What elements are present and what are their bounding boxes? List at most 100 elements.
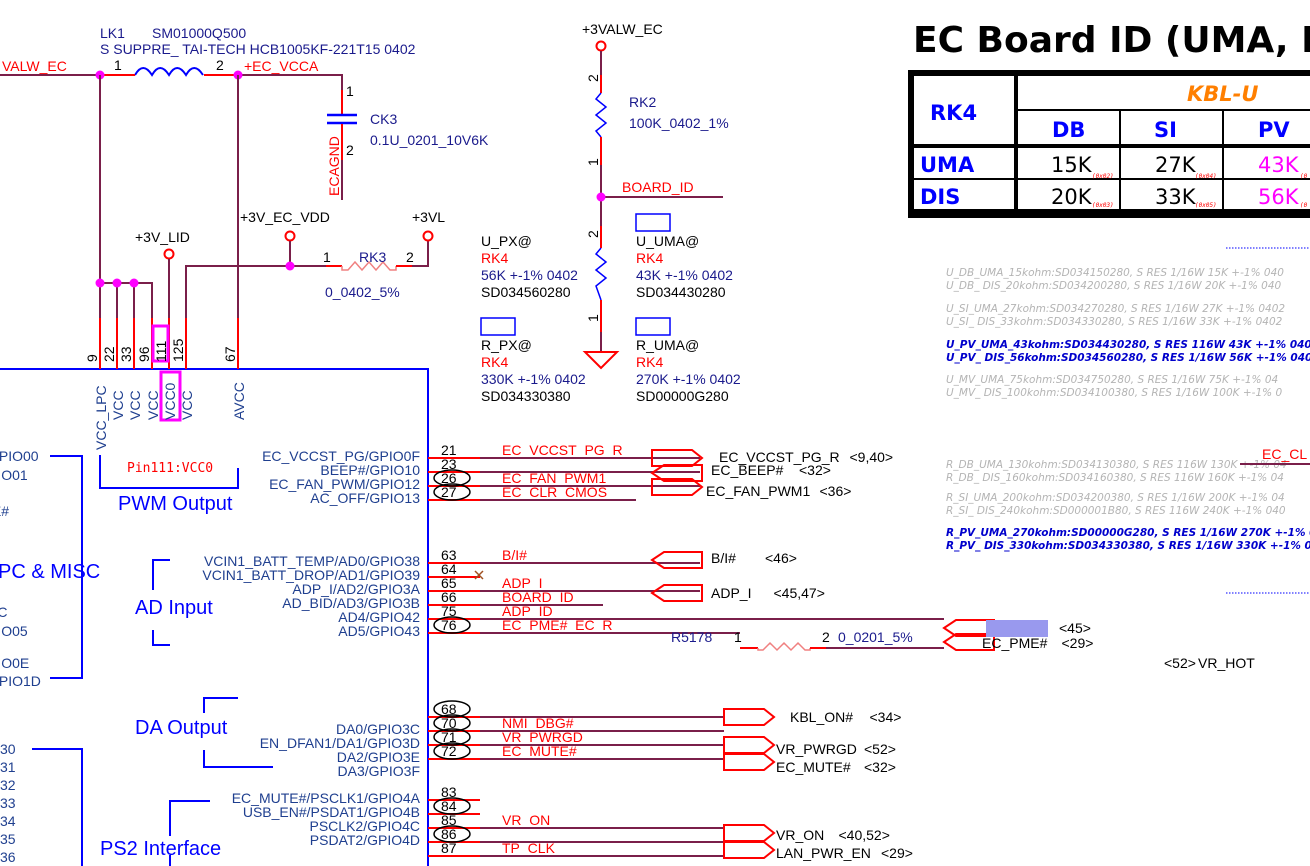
- capacitor-ck3[interactable]: 1 2 CK3 0.1U_0201_10V6K ECAGND: [326, 83, 489, 200]
- resistor-r5178[interactable]: R5178 1 2 0_0201_5%: [671, 629, 944, 652]
- power-pin-number: 9: [84, 354, 100, 362]
- wire: [100, 282, 153, 318]
- left-pin-label: GPIO00: [0, 448, 39, 464]
- pin-function-label: AD_BID/AD3/GPIO3B: [282, 595, 420, 611]
- net-label: VR_PWRGD: [502, 729, 583, 745]
- table-cell: [1121, 180, 1222, 209]
- left-pin-label: PIO0E: [0, 655, 29, 671]
- table-cell: [1018, 111, 1119, 144]
- offpage-connector[interactable]: EC_MUTE#<32>: [723, 753, 896, 775]
- group-label-ps2-interface: PS2 Interface: [100, 838, 221, 860]
- group-label-lpc-misc: PC & MISC: [0, 561, 100, 583]
- pin-function-label: DA3/GPIO3F: [338, 763, 420, 779]
- resistor-rk3[interactable]: 1 RK3 2 0_0402_5%: [323, 249, 414, 300]
- offpage-label: EC_FAN_PWM1: [706, 483, 810, 499]
- table-value: 56K: [1258, 185, 1300, 209]
- lk1-desc: S SUPPRE_ TAI-TECH HCB1005KF-221T15 0402: [100, 41, 416, 57]
- r5178-ref: R5178: [671, 629, 712, 645]
- offpage-connector[interactable]: KBL_ON# <34>: [723, 708, 902, 726]
- offpage-ref: <32>: [799, 462, 831, 478]
- offpage-connector[interactable]: EC_FAN_PWM1<36>: [651, 478, 851, 499]
- note-line: R_DB_ DIS_160kohm:SD034160380, S RES 116…: [946, 472, 1284, 484]
- offpage-label: VR_HOT: [1198, 655, 1255, 671]
- table-row-uma: UMA: [920, 153, 975, 177]
- option-tag: R_PX@: [481, 337, 532, 353]
- left-pin-label: 32: [0, 777, 16, 793]
- rk4-option-r-px[interactable]: R_PX@ RK4 330K +-1% 0402 SD034330380: [480, 317, 586, 404]
- power-port-icon: [284, 230, 296, 242]
- option-value: 270K +-1% 0402: [636, 371, 741, 387]
- net-label: EC_FAN_PWM1: [502, 470, 606, 486]
- no-connect-marker-icon: [433, 714, 471, 732]
- signal-pin[interactable]: DA3/GPIO3F: [338, 763, 420, 779]
- pin-number: 86: [441, 826, 457, 842]
- offpage-connector[interactable]: EC_PME#<29>: [942, 633, 1093, 651]
- offpage-label: EC_PME#: [982, 635, 1048, 651]
- offpage-ref: <45,47>: [774, 585, 825, 601]
- offpage-label: KBL_ON#: [790, 709, 853, 725]
- offpage-label: VR_ON: [776, 827, 824, 843]
- offpage-connector[interactable]: VR_PWRGD<52>: [723, 736, 896, 757]
- inductor-lk1[interactable]: LK1 SM01000Q500 S SUPPRE_ TAI-TECH HCB10…: [100, 25, 416, 77]
- left-pin-label: 31: [0, 759, 16, 775]
- power-pin-name: AVCC: [231, 382, 247, 420]
- offpage-ref: <34>: [870, 709, 902, 725]
- offpage-connector[interactable]: VR_ON<40,52>: [723, 824, 890, 843]
- net-label-3vl: +3VL: [412, 209, 445, 225]
- pin-function-label: EC_FAN_PWM/GPIO12: [269, 476, 420, 492]
- power-pin-name: VCC: [145, 390, 161, 420]
- output-port-icon: [723, 753, 776, 771]
- offpage-connector[interactable]: ADP_I <45,47>: [650, 584, 825, 602]
- rk4-option-u-px[interactable]: U_PX@ RK4 56K +-1% 0402 SD034560280: [481, 233, 578, 300]
- offpage-connector[interactable]: LAN_PWR_EN<29>: [723, 841, 913, 861]
- left-pin-label: 36: [0, 849, 16, 865]
- table-cell: [914, 76, 1014, 144]
- rk4-option-r-uma[interactable]: R_UMA@ RK4 270K +-1% 0402 SD00000G280: [635, 317, 741, 404]
- offpage-label: ADP_I: [711, 585, 751, 601]
- offpage-connector[interactable]: EC_VCCST_PG_R<9,40>: [651, 449, 893, 467]
- power-port-icon: [163, 248, 175, 260]
- resistor-rk2[interactable]: 2 1 RK2 100K_0402_1%: [585, 51, 729, 166]
- r5178-pin2: 2: [822, 629, 830, 645]
- option-pn: SD00000G280: [636, 388, 729, 404]
- left-bracket-lower: [32, 748, 83, 866]
- power-pin-number: 22: [101, 346, 117, 362]
- left-pin-label: PIO05: [0, 623, 28, 639]
- table-phase-si: SI: [1154, 118, 1177, 142]
- offpage-connector[interactable]: VR_HOT<52>: [1164, 655, 1255, 671]
- offpage-connector[interactable]: B/I#<46>: [650, 550, 797, 569]
- resistor-rk4[interactable]: 2 1: [585, 226, 608, 352]
- rk4-option-u-uma[interactable]: U_UMA@ RK4 43K +-1% 0402 SD034430280: [635, 213, 733, 300]
- table-cell: [1224, 111, 1310, 144]
- table-cell: [914, 148, 1014, 178]
- output-port-icon: [651, 478, 704, 496]
- input-port-icon: [650, 551, 703, 569]
- signal-pin[interactable]: 68: [428, 700, 724, 718]
- option-pn: SD034430280: [636, 284, 726, 300]
- wire: [412, 240, 429, 267]
- offpage-ref: <46>: [765, 550, 797, 566]
- note-line: U_MV_UMA_75kohm:SD034750280, S RES 1/16W…: [946, 374, 1278, 386]
- offpage-ref: <32>: [864, 759, 896, 775]
- offpage-connector[interactable]: EC_BEEP#<32>: [650, 462, 831, 482]
